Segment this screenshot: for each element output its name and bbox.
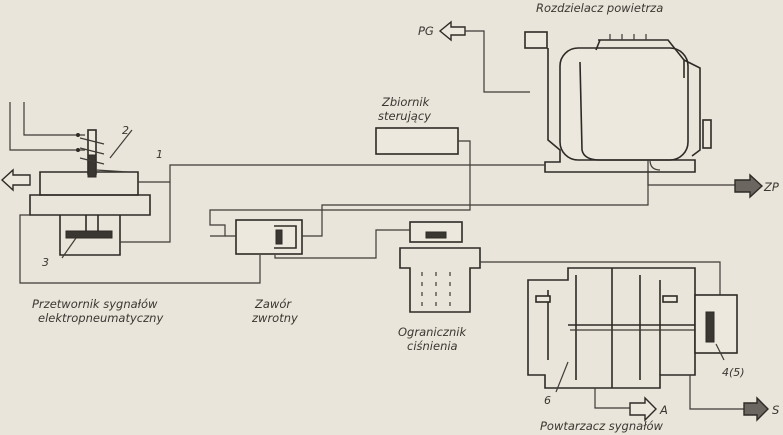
label-limiter-line1: Ogranicznik xyxy=(398,325,467,339)
label-check-valve-line2: zwrotny xyxy=(251,311,298,325)
label-repeater: Powtarzacz sygnałów xyxy=(540,419,664,433)
pg-output xyxy=(438,20,530,93)
label-reservoir-line2: sterujący xyxy=(378,109,431,123)
callout-3: 3 xyxy=(42,256,49,269)
signal-transducer xyxy=(0,102,545,284)
label-check-valve-line1: Zawór xyxy=(254,297,292,311)
callout-1: 1 xyxy=(156,148,163,161)
zp-output xyxy=(647,160,764,199)
callout-4-5: 4(5) xyxy=(722,366,745,379)
label-transducer-line1: Przetwornik sygnałów xyxy=(32,297,158,311)
callout-6: 6 xyxy=(544,394,551,407)
label-limiter-line2: ciśnienia xyxy=(407,339,458,353)
pressure-limiter xyxy=(274,221,721,313)
label-reservoir-line1: Zbiornik xyxy=(381,95,431,109)
air-distributor xyxy=(524,31,712,173)
check-valve xyxy=(209,170,649,255)
label-pg: PG xyxy=(418,24,434,38)
label-s: S xyxy=(772,403,779,417)
signal-repeater xyxy=(527,267,769,422)
label-zp: ZP xyxy=(763,180,779,194)
label-transducer-line2: elektropneumatyczny xyxy=(38,311,163,325)
control-reservoir xyxy=(375,127,471,182)
callout-2: 2 xyxy=(122,124,129,137)
label-air-distributor: Rozdzielacz powietrza xyxy=(536,1,663,15)
label-a: A xyxy=(659,403,668,417)
